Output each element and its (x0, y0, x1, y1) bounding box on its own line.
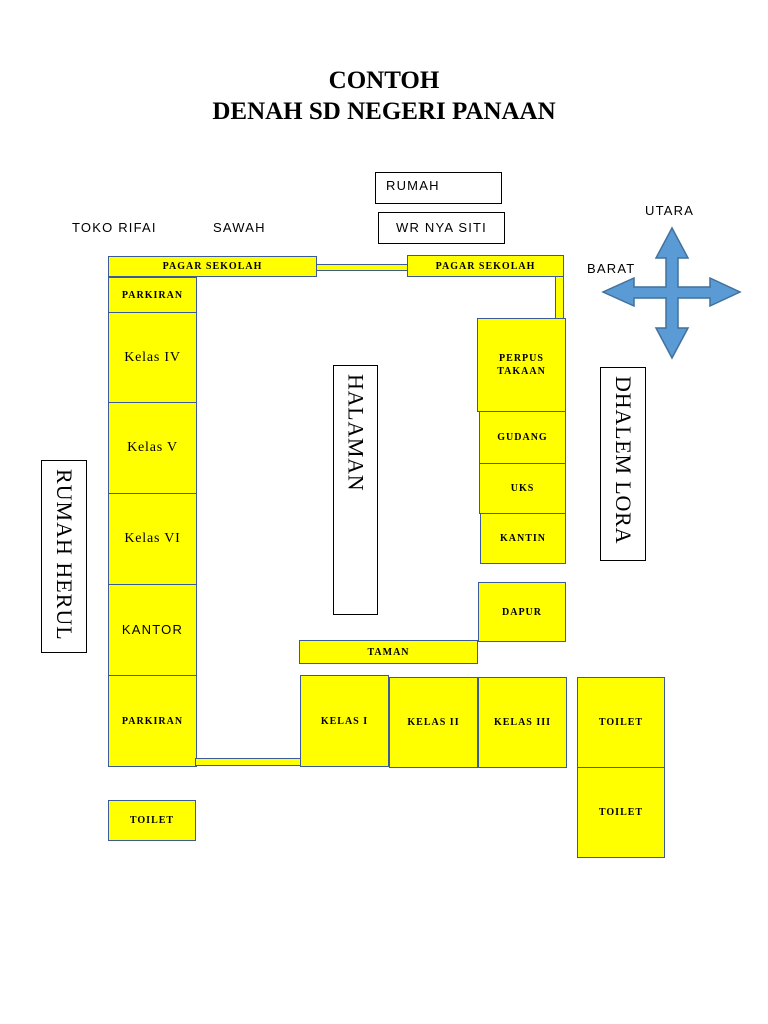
classroom-5: Kelas V (108, 402, 197, 494)
fence-connector-right (555, 276, 564, 319)
title-line-2: DENAH SD NEGERI PANAAN (212, 98, 556, 125)
fence-left: PAGAR SEKOLAH (108, 256, 317, 277)
toilet-west: TOILET (108, 800, 196, 841)
garden-label: TAMAN (367, 646, 410, 658)
warehouse: GUDANG (479, 411, 566, 464)
canteen: KANTIN (480, 513, 566, 564)
dhalem-lora-box: DHALEM LORA (600, 367, 646, 561)
library: PERPUS TAKAAN (477, 318, 566, 412)
library-label-line-2: TAKAAN (497, 366, 546, 377)
kitchen: DAPUR (478, 582, 566, 642)
health-room: UKS (479, 463, 566, 514)
classroom-4: Kelas IV (108, 312, 197, 403)
halaman-label: HALAMAN (343, 374, 369, 492)
kitchen-label: DAPUR (502, 606, 542, 618)
garden: TAMAN (299, 640, 478, 664)
title-line-1: CONTOH (328, 67, 440, 94)
toko-rifai-label: TOKO RIFAI (72, 220, 157, 235)
fence-left-label: PAGAR SEKOLAH (162, 261, 263, 272)
rumah-herul-box: RUMAH HERUL (41, 460, 87, 653)
fence-right-label: PAGAR SEKOLAH (435, 260, 536, 272)
canteen-label: KANTIN (499, 533, 546, 544)
classroom-5-label: Kelas V (127, 440, 178, 455)
north-label: UTARA (645, 203, 695, 218)
rumah-box: RUMAH (375, 172, 502, 204)
toilet-east-2-label: TOILET (598, 807, 644, 818)
parking-north-label: PARKIRAN (121, 289, 184, 301)
office: KANTOR (108, 584, 197, 676)
classroom-3: KELAS III (478, 677, 567, 768)
fence-connector-bottom (195, 758, 301, 766)
sawah-label: SAWAH (213, 220, 266, 235)
wr-nya-siti-label: WR NYA SITI (396, 220, 487, 235)
library-label-line-1: PERPUS (499, 353, 544, 364)
classroom-2-label: KELAS II (407, 717, 460, 728)
parking-south: PARKIRAN (108, 675, 197, 767)
halaman-yard: HALAMAN (333, 365, 378, 615)
wr-nya-siti-box: WR NYA SITI (378, 212, 505, 244)
classroom-6-label: Kelas VI (124, 531, 181, 546)
classroom-1: KELAS I (300, 675, 389, 767)
dhalem-lora-label: DHALEM LORA (611, 376, 636, 545)
fence-right: PAGAR SEKOLAH (407, 255, 564, 277)
west-label: BARAT (587, 261, 636, 276)
rumah-herul-label: RUMAH HERUL (52, 469, 77, 641)
toilet-east-1: TOILET (577, 677, 665, 768)
compass-arrow-shape (601, 226, 742, 360)
classroom-1-label: KELAS I (320, 715, 369, 727)
parking-south-label: PARKIRAN (121, 715, 184, 727)
toilet-east-1-label: TOILET (598, 717, 644, 728)
toilet-east-2: TOILET (577, 767, 665, 858)
classroom-3-label: KELAS III (493, 717, 552, 728)
fence-connector-top (316, 264, 408, 271)
office-label: KANTOR (121, 622, 184, 637)
classroom-6: Kelas VI (108, 493, 197, 585)
classroom-2: KELAS II (389, 677, 478, 768)
four-way-arrow-icon (601, 226, 742, 360)
rumah-label: RUMAH (386, 178, 440, 193)
health-room-label: UKS (510, 483, 535, 494)
toilet-west-label: TOILET (129, 815, 175, 826)
classroom-4-label: Kelas IV (124, 349, 181, 365)
parking-north: PARKIRAN (108, 277, 197, 313)
warehouse-label: GUDANG (497, 432, 548, 443)
